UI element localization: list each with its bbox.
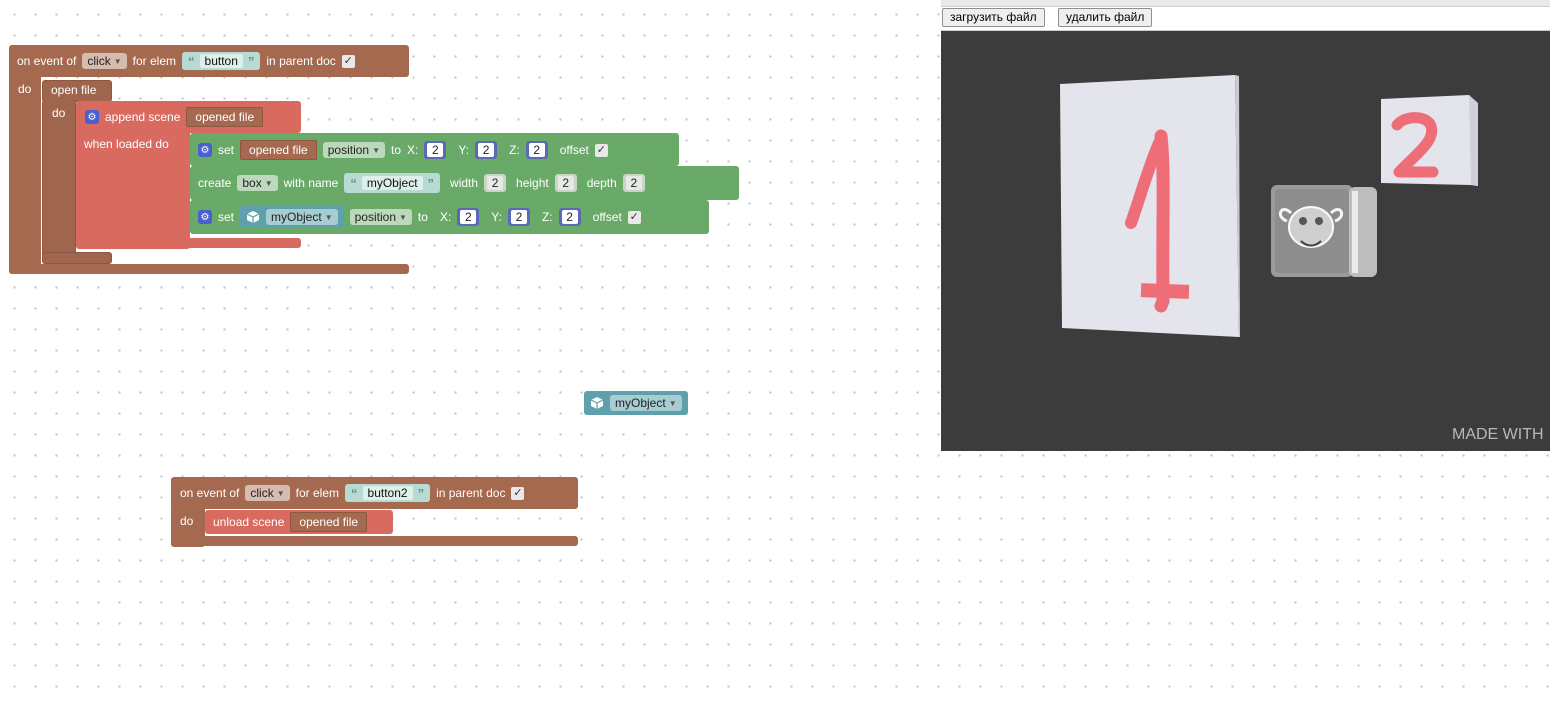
in-parent-doc-label: in parent doc [436,486,506,500]
do-label: do [18,82,32,96]
depth-number-block[interactable]: 2 [622,174,645,192]
set-label: set [218,143,235,157]
x-number-block[interactable]: 2 [424,141,447,159]
chevron-down-icon: ▼ [324,212,333,222]
create-box-block[interactable] [190,166,739,200]
to-label: to [417,210,428,224]
cube-icon [246,210,260,224]
name-string-block[interactable]: “ myObject ” [344,173,441,193]
chevron-down-icon: ▼ [372,145,381,155]
in-parent-doc-checkbox[interactable]: ✓ [341,54,355,68]
x-label: X: [407,143,419,157]
append-scene-label: append scene [105,110,181,124]
set-label: set [218,210,235,224]
y-label: Y: [458,143,470,157]
property-dropdown[interactable]: position▼ [322,142,386,158]
x-number-block[interactable]: 2 [457,208,480,226]
shape-dropdown[interactable]: box▼ [237,175,278,191]
open-file-spine [42,100,76,264]
opened-file-var[interactable]: opened file [186,107,264,127]
opened-file-var[interactable]: opened file [290,512,368,532]
event-block-spine [9,70,41,274]
object-dropdown[interactable]: myObject▼ [266,209,338,225]
upload-file-button[interactable]: загрузить файл [942,8,1045,27]
chevron-down-icon: ▼ [668,398,677,408]
offset-label: offset [559,143,589,157]
object-dropdown[interactable]: myObject▼ [610,395,682,411]
event-type-dropdown[interactable]: click▼ [82,53,127,69]
z-number-block[interactable]: 2 [525,141,548,159]
event-block-footer [171,536,578,546]
offset-label: offset [592,210,622,224]
in-parent-doc-label: in parent doc [266,54,336,68]
in-parent-doc-checkbox[interactable]: ✓ [511,486,525,500]
create-label: create [198,176,232,190]
chevron-down-icon: ▼ [264,178,273,188]
y-number-block[interactable]: 2 [507,208,530,226]
event-type-dropdown[interactable]: click▼ [245,485,290,501]
width-number-block[interactable]: 2 [484,174,507,192]
set-target-var[interactable]: opened file [240,140,317,160]
event-block-footer [9,264,409,274]
elem-string-block[interactable]: “ button ” [182,52,261,70]
chevron-down-icon: ▼ [276,488,285,498]
gear-icon[interactable]: ⚙ [198,210,212,224]
unload-scene-label: unload scene [213,515,285,529]
with-name-label: with name [283,176,339,190]
chevron-down-icon: ▼ [113,56,122,66]
scene-canvas[interactable] [941,31,1550,451]
y-number-block[interactable]: 2 [475,141,498,159]
chevron-down-icon: ▼ [399,212,407,222]
z-number-block[interactable]: 2 [558,208,581,226]
property-dropdown[interactable]: position▼ [349,209,412,225]
elem-string-field[interactable]: button2 [362,486,413,500]
name-string-field[interactable]: myObject [361,176,423,190]
elem-string-block[interactable]: “ button2 ” [345,484,431,502]
watermark-text: MADE WITH [1452,426,1544,443]
y-label: Y: [491,210,502,224]
myobject-var-block[interactable]: myObject▼ [240,206,344,228]
cube-icon [590,396,604,410]
open-quote-icon: “ [188,53,195,69]
offset-checkbox[interactable]: ✓ [594,143,608,157]
close-quote-icon: ” [427,175,435,191]
gear-icon[interactable]: ⚙ [198,143,212,157]
offset-checkbox[interactable]: ✓ [627,210,641,224]
panel-1 [1060,75,1240,337]
do-label: do [180,514,194,528]
when-loaded-do-label: when loaded do [84,137,169,151]
depth-label: depth [586,176,617,190]
width-label: width [450,176,479,190]
height-label: height [516,176,549,190]
open-file-label: open file [51,83,97,97]
append-scene-spine [76,125,190,249]
close-quote-icon: ” [417,485,425,501]
elem-string-field[interactable]: button [199,54,243,68]
open-file-do-label: do [52,106,66,120]
open-quote-icon: “ [351,485,358,501]
z-label: Z: [541,210,553,224]
on-event-of-label: on event of [180,486,240,500]
to-label: to [391,143,402,157]
z-label: Z: [509,143,520,157]
viewer-toolbar: загрузить файл удалить файл [941,0,1550,31]
floating-myobject-block[interactable]: myObject▼ [584,391,688,415]
height-number-block[interactable]: 2 [554,174,577,192]
for-elem-label: for elem [132,54,177,68]
titlebar-strip [941,0,1550,7]
scene-viewer[interactable]: загрузить файл удалить файл [941,0,1550,451]
close-quote-icon: ” [247,53,255,69]
x-label: X: [439,210,452,224]
open-file-footer [42,252,112,264]
chrome-box [1271,185,1377,277]
open-quote-icon: “ [350,175,357,191]
on-event-of-label: on event of [17,54,77,68]
for-elem-label: for elem [295,486,340,500]
append-scene-footer [76,238,301,248]
panel-2 [1381,95,1478,186]
gear-icon[interactable]: ⚙ [85,110,99,124]
delete-file-button[interactable]: удалить файл [1058,8,1153,27]
